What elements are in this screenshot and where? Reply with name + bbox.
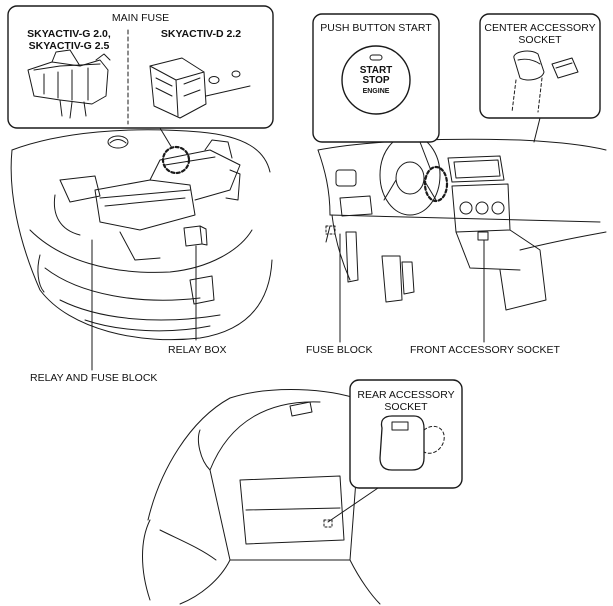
engine-bay-illustration xyxy=(10,129,273,341)
rear-accessory-socket-title-line2: SOCKET xyxy=(384,401,428,413)
leader-lines xyxy=(91,233,485,371)
main-fuse-variant-g-line1: SKYACTIV-G 2.0, xyxy=(27,28,111,40)
push-button-start-callout xyxy=(312,13,440,169)
rear-accessory-socket-callout xyxy=(327,379,463,523)
relay-box-label: RELAY BOX xyxy=(168,344,227,356)
push-button-start-title: PUSH BUTTON START xyxy=(320,22,432,34)
center-accessory-socket-callout xyxy=(479,13,601,143)
start-stop-button-stop-text: STOP xyxy=(362,75,390,86)
front-accessory-socket-label: FRONT ACCESSORY SOCKET xyxy=(410,344,560,356)
center-accessory-socket-title-line1: CENTER ACCESSORY xyxy=(484,22,596,34)
main-fuse-variant-g-line2: SKYACTIV-G 2.5 xyxy=(28,40,110,52)
start-stop-button-start-text: START xyxy=(359,65,393,76)
main-fuse-callout xyxy=(7,5,274,149)
relay-and-fuse-block-label: RELAY AND FUSE BLOCK xyxy=(30,372,158,384)
rear-cargo-illustration xyxy=(142,389,381,605)
rear-accessory-socket-title-line1: REAR ACCESSORY xyxy=(357,389,455,401)
center-accessory-socket-title-line2: SOCKET xyxy=(518,34,562,46)
main-fuse-variant-d: SKYACTIV-D 2.2 xyxy=(160,28,242,40)
fuse-block-label: FUSE BLOCK xyxy=(306,344,373,356)
main-fuse-title: MAIN FUSE xyxy=(111,12,170,24)
start-stop-button-engine-text: ENGINE xyxy=(362,88,390,95)
dashboard-illustration xyxy=(317,134,607,311)
